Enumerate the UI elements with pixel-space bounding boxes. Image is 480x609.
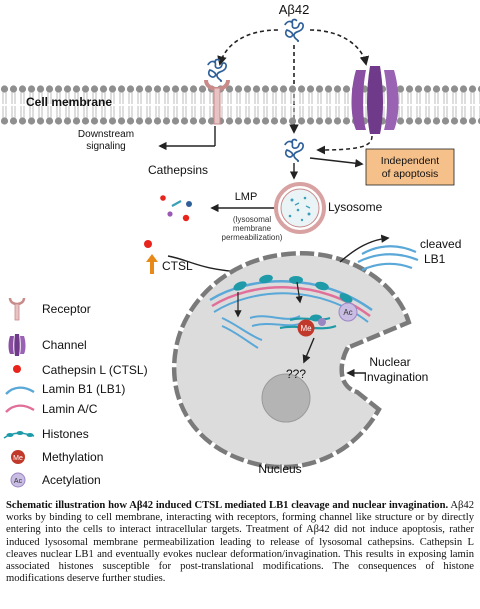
figure-caption: Schematic illustration how Aβ42 induced … <box>6 500 474 585</box>
legend-lamin-b1-label: Lamin B1 (LB1) <box>42 382 125 396</box>
nucleus-label: Nucleus <box>258 462 301 476</box>
nuclear-invagination-line1: Nuclear <box>369 355 410 369</box>
arrow-channel-to-cytosol <box>316 135 373 155</box>
lmp-expansion-line1: (lysosomal <box>233 215 271 224</box>
lysosome-label: Lysosome <box>328 200 383 214</box>
methylation-mark-icon <box>297 319 315 337</box>
nuclear-invagination-line2: Invagination <box>364 370 429 384</box>
channel-icon <box>351 66 399 134</box>
small-acetyl-dot <box>318 318 326 326</box>
legend-receptor-label: Receptor <box>42 302 91 316</box>
lmp-label: LMP <box>235 191 258 203</box>
cleaved-line2: LB1 <box>424 252 446 266</box>
schematic-figure: Aβ42 Cell membrane Downstream signaling … <box>0 2 480 488</box>
lysosome <box>274 182 326 234</box>
downstream-label-line1: Downstream <box>78 129 134 140</box>
nucleus-me-badge: Me <box>300 324 312 333</box>
ctsl-dot-icon <box>144 240 152 248</box>
ctsl-up-arrow-icon <box>146 254 158 274</box>
independent-of-apoptosis-box <box>365 148 455 186</box>
legend-acetylation-label: Acetylation <box>42 473 101 487</box>
legend-receptor-icon <box>8 297 26 321</box>
legend-me-badge: Me <box>13 455 23 462</box>
legend: Receptor Channel Cathepsin L (CTSL) Lami… <box>3 297 148 488</box>
arrow-to-unknown <box>302 337 315 364</box>
abeta42-aggregate-icon <box>284 18 304 42</box>
abeta42-bound-receptor-icon <box>207 58 227 82</box>
caption-body: Aβ42 works by binding to cell membrane, … <box>6 500 474 585</box>
legend-lamin-ac-icon <box>5 404 35 413</box>
cell-membrane <box>0 84 480 126</box>
cleaved-line1: cleaved <box>420 237 461 251</box>
legend-channel-label: Channel <box>42 338 87 352</box>
arrow-to-cleaved-lb1 <box>339 234 390 263</box>
independent-line1: Independent <box>381 155 439 167</box>
independent-line2: of apoptosis <box>382 168 439 180</box>
legend-methylation-label: Methylation <box>42 450 103 464</box>
arrow-to-independent-box <box>309 157 364 168</box>
lmp-expansion-line2: membrane <box>233 224 272 233</box>
arrow-to-receptor <box>217 29 279 66</box>
ctsl-label: CTSL <box>162 259 193 273</box>
cathepsins-cluster <box>160 195 192 222</box>
abeta42-label: Aβ42 <box>279 2 310 17</box>
legend-cathepsin-l-icon <box>13 365 21 373</box>
legend-methylation-icon <box>11 450 25 464</box>
receptor-icon <box>204 79 230 125</box>
cathepsins-label: Cathepsins <box>148 163 208 177</box>
downstream-label-line2: signaling <box>86 141 125 152</box>
arrow-to-channel <box>309 29 370 66</box>
lmp-expansion-line3: permeabilization) <box>222 233 283 242</box>
nucleus-ac-badge: Ac <box>343 308 352 317</box>
caption-title: Schematic illustration how Aβ42 induced … <box>6 500 449 511</box>
cell-membrane-label: Cell membrane <box>26 95 112 109</box>
cleaved-lb1-fragments <box>357 245 419 272</box>
legend-acetylation-icon <box>10 472 26 488</box>
unknown-consequence-label: ??? <box>286 367 306 381</box>
legend-channel-icon <box>8 334 26 356</box>
legend-histones-label: Histones <box>42 427 89 441</box>
legend-lamin-b1-icon <box>5 386 35 395</box>
intracellular-abeta42-icon <box>284 138 304 162</box>
legend-lamin-ac-label: Lamin A/C <box>42 402 98 416</box>
legend-ac-badge: Ac <box>14 478 23 485</box>
acetylation-mark-icon <box>338 302 358 322</box>
legend-histones-icon <box>3 431 35 439</box>
legend-cathepsin-l-label: Cathepsin L (CTSL) <box>42 363 148 377</box>
